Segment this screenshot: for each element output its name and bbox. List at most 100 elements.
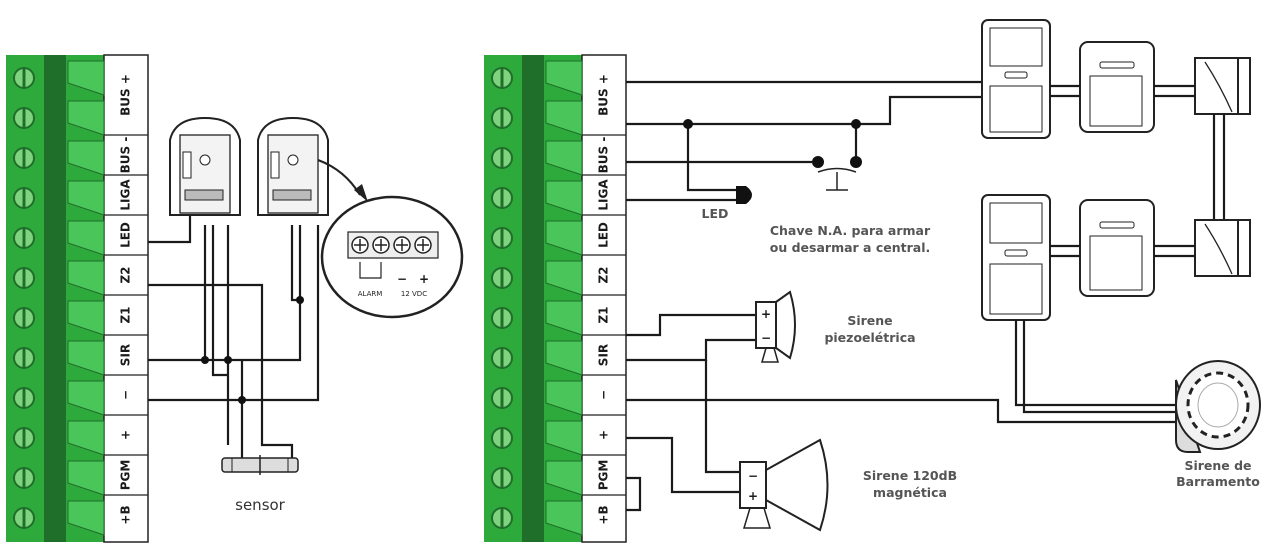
left-block-channel [44,55,66,542]
terminal-label: Z1 [119,306,133,323]
callout-minus: − [397,272,407,286]
wire-bus-to-siren [1014,320,1180,407]
wire-sir [626,313,758,337]
terminal-label: PGM [119,460,133,491]
terminal-label: LED [119,222,133,248]
terminal-screw-icon [491,420,583,456]
bus-device-magnet-2 [1194,219,1251,277]
wire-minus [148,225,302,362]
junction [238,396,246,404]
terminal-label: +B [119,505,133,524]
piezo-plus: + [761,307,771,321]
wire-z1 [148,283,294,470]
junction [683,119,693,129]
wire-plus-bus [626,398,1180,424]
right-wiring: LED Chave N.A. para armar ou desarmar a … [626,19,1261,532]
terminal-label: LIGA [119,179,133,211]
terminal-label: SIR [119,344,133,366]
terminal-screw-icon [13,180,105,216]
terminal-screw-icon [491,100,583,136]
terminal-label: + [597,430,611,440]
bus-device-pir-2 [981,194,1051,321]
bus-device-sensor-4 [1079,199,1155,297]
terminal-screw-icon [13,300,105,336]
switch-contact [812,156,824,168]
left-wiring: sensor ALAR [148,116,464,514]
terminal-label: BUS - [597,137,611,174]
sensor-module-1 [169,116,241,216]
magnetic-siren-icon: − + [739,438,829,532]
led-label: LED [702,206,729,221]
right-screw-column [491,60,583,536]
wire-minus-magnetic [704,360,742,474]
terminal-screw-icon [13,140,105,176]
switch-arc [817,167,857,173]
wire-minus-piezo [626,338,758,362]
terminal-label: LIGA [597,179,611,211]
bus-device-pir-1 [981,19,1051,139]
junction [851,119,861,129]
left-screw-column [13,60,105,536]
terminal-screw-icon [491,180,583,216]
wire-b-loop [626,476,642,512]
callout-plus: + [419,272,429,286]
junction [296,296,304,304]
terminal-screw-icon [13,500,105,536]
terminal-label: + [119,430,133,440]
terminal-screw-icon [491,340,583,376]
wire-led-return [686,124,742,192]
piezo-caption-1: Sirene [847,313,892,328]
bus-siren-caption-2: Barramento [1176,474,1260,489]
callout-vdc: 12 VDC [401,290,427,298]
wire-pgm [626,436,742,494]
terminal-label: SIR [597,344,611,366]
piezo-minus: − [761,331,771,345]
piezo-siren-icon: + − [755,290,796,363]
terminal-label: PGM [597,460,611,491]
wire-s2-a [290,225,300,302]
wire-bus-to-siren [1022,320,1180,414]
terminal-label: BUS - [119,137,133,174]
bus-siren-caption-1: Sirene de [1184,458,1251,473]
arrow-head-icon [354,184,368,202]
wire-z2 [148,215,192,244]
terminal-screw-icon [491,500,583,536]
terminal-label: +B [597,505,611,524]
bus-siren-icon [1175,360,1261,453]
terminal-screw-icon [491,140,583,176]
right-block-channel [522,55,544,542]
terminal-screw-icon [491,220,583,256]
terminal-screw-icon [13,60,105,96]
magnetic-minus: − [748,469,758,483]
wire-plus [148,225,320,402]
right-label-strip [581,54,627,543]
piezo-caption-2: piezoelétrica [824,330,915,345]
callout-alarm: ALARM [358,290,383,298]
bus-device-sensor-2 [1079,41,1155,133]
led-icon [736,186,752,204]
wire-bus-minus [626,95,982,126]
terminal-label: Z2 [597,266,611,283]
magnetic-caption-1: Sirene 120dB [863,468,957,483]
terminal-label: − [119,390,133,400]
terminal-screw-icon [491,260,583,296]
wire-s1-b [211,225,228,377]
magnetic-caption-2: magnética [873,485,947,500]
terminal-label: Z2 [119,266,133,283]
terminal-label: LED [597,222,611,248]
sensor-label: sensor [235,496,286,514]
junction [224,356,232,364]
terminal-screw-icon [13,460,105,496]
terminal-label: BUS + [119,74,133,116]
terminal-screw-icon [491,300,583,336]
magnetic-plus: + [748,489,758,503]
terminal-callout: ALARM − + 12 VDC [320,195,464,319]
terminal-label: − [597,390,611,400]
left-label-strip [103,54,149,543]
bus-device-magnet-1 [1194,57,1251,115]
terminal-screw-icon [491,60,583,96]
